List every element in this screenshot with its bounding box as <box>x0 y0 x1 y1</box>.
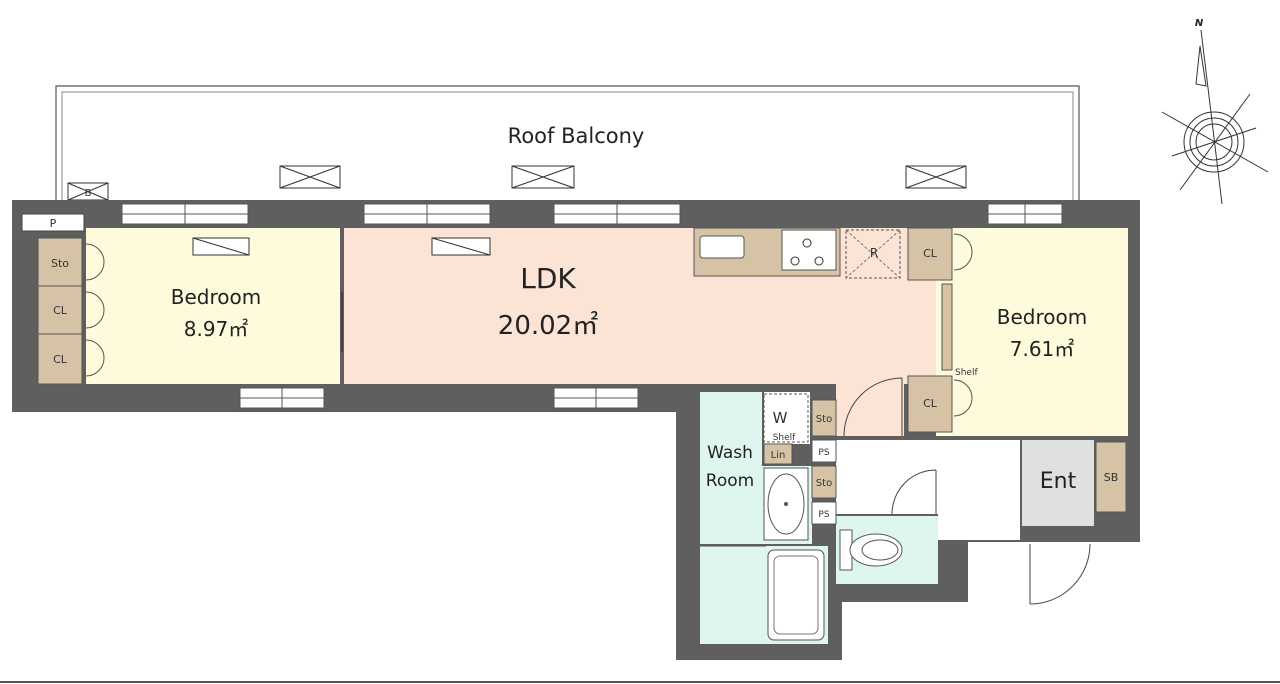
cl-west-1 <box>37 285 83 335</box>
shoe-box: SB <box>1095 441 1127 513</box>
b-label: B <box>85 188 92 199</box>
cl-west-2 <box>37 333 83 385</box>
entrance-label: Ent <box>1040 469 1077 494</box>
fridge-label: R <box>870 246 878 260</box>
compass-icon: N <box>1161 18 1269 205</box>
kitchen-counter: R <box>693 227 901 279</box>
roof-balcony-label: Roof Balcony <box>508 124 645 148</box>
west-storage: Sto CL CL P <box>21 213 105 385</box>
service-block: W Shelf Sto Lin PS Sto PS <box>763 393 837 525</box>
bathtub <box>767 549 825 641</box>
bedroom-east-name: Bedroom <box>997 305 1087 329</box>
toilet <box>839 529 903 571</box>
bedroom-west-area: 8.97㎡ <box>184 317 249 341</box>
p-box <box>21 213 85 232</box>
ps-1 <box>811 439 837 463</box>
lin-label: Lin <box>771 450 786 461</box>
shelf-east <box>941 283 953 371</box>
sto-c2-label: Sto <box>816 478 832 489</box>
doors <box>341 292 1091 605</box>
w-shelf-label: Shelf <box>773 433 796 443</box>
north-label: N <box>1195 18 1204 29</box>
sto-west-label: Sto <box>51 257 69 270</box>
washroom-floor <box>700 392 762 544</box>
sto-c1 <box>811 399 837 437</box>
cl-east-1 <box>907 227 953 281</box>
sto-c2 <box>811 465 837 499</box>
washroom-line1: Wash <box>707 443 753 463</box>
sto-c1-label: Sto <box>816 414 832 425</box>
hall-floor-2 <box>938 440 1020 540</box>
windows <box>121 203 1063 409</box>
ps-1-label: PS <box>818 448 829 458</box>
cl-west-2-label: CL <box>53 353 68 366</box>
bedroom-east-floor <box>936 228 1128 436</box>
bedroom-west-name: Bedroom <box>171 285 261 309</box>
roof-balcony: Roof Balcony <box>55 85 1080 200</box>
fridge-space <box>845 229 901 279</box>
bedroom-east-area: 7.61㎡ <box>1010 337 1075 361</box>
washroom-fixtures <box>700 467 825 641</box>
w-label: W <box>773 409 788 427</box>
sto-west <box>37 237 83 287</box>
ldk-name: LDK <box>520 262 576 295</box>
cl-east-2-label: CL <box>923 397 938 410</box>
entrance-floor <box>1022 440 1094 526</box>
shelf-east-label: Shelf <box>955 368 978 378</box>
cl-west-1-label: CL <box>53 304 68 317</box>
cl-east-2 <box>907 375 953 433</box>
washroom-line2: Room <box>706 471 754 491</box>
cl-east-1-label: CL <box>923 247 938 260</box>
sb-label: SB <box>1104 471 1119 484</box>
ps-2-label: PS <box>818 510 829 520</box>
b-box: B <box>67 182 109 201</box>
ldk-area: 20.02㎡ <box>498 311 598 341</box>
aircon-units <box>192 237 491 256</box>
room-labels: LDK 20.02㎡ Bedroom 8.97㎡ Bedroom 7.61㎡ W… <box>171 262 1087 494</box>
p-label: P <box>50 217 57 230</box>
ps-2 <box>811 501 837 525</box>
ldk-floor-ext <box>836 384 904 436</box>
east-storage: CL CL Shelf <box>907 227 978 433</box>
lin <box>763 443 793 465</box>
outdoor-units <box>279 165 967 189</box>
